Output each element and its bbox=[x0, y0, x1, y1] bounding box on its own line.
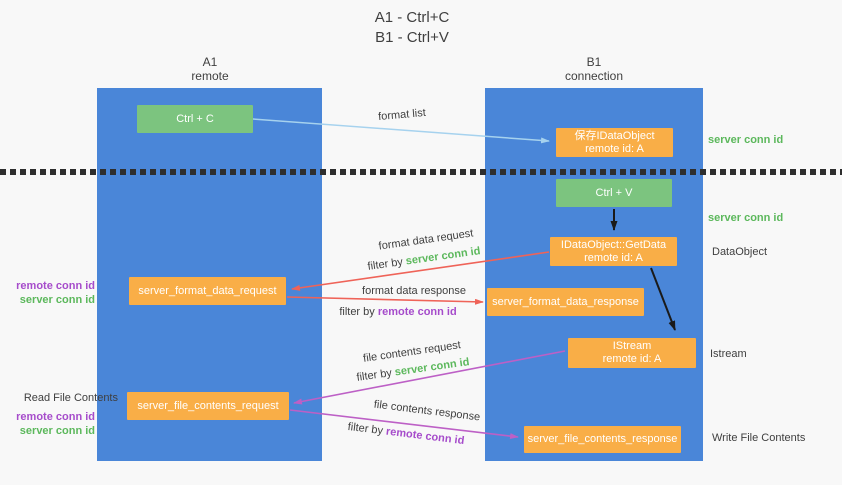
ctrl-c-node: Ctrl + C bbox=[137, 105, 253, 133]
server-file-contents-request-node: server_file_contents_request bbox=[127, 392, 289, 420]
file-contents-request-arrow bbox=[293, 350, 566, 405]
getdata-line1: IDataObject::GetData bbox=[560, 238, 667, 251]
getdata-node: IDataObject::GetData remote id: A bbox=[550, 237, 677, 266]
dataobject-annotation: DataObject bbox=[712, 246, 768, 258]
istream-annotation: Istream bbox=[710, 348, 747, 360]
read-file-contents-annotation: Read File Contents remote conn id server… bbox=[0, 391, 118, 438]
server-conn-id-annotation-mid: server conn id bbox=[708, 212, 784, 224]
ctrl-c-label: Ctrl + C bbox=[176, 112, 214, 125]
istream-line1: IStream bbox=[612, 340, 652, 352]
istream-node: IStream remote id: A bbox=[568, 338, 696, 368]
ctrl-v-label: Ctrl + V bbox=[595, 186, 633, 199]
left-column-header-role: remote bbox=[191, 69, 229, 83]
right-column-header-id: B1 bbox=[586, 55, 602, 69]
server-format-data-response-label: server_format_data_response bbox=[492, 295, 639, 308]
getdata-to-istream-arrow bbox=[650, 267, 676, 331]
server-conn-id-annotation-top: server conn id bbox=[708, 134, 784, 146]
title-line-a1: A1 - Ctrl+C bbox=[374, 9, 450, 26]
filter-by-text: filter by bbox=[339, 306, 375, 318]
server-conn-id-text: server conn id bbox=[19, 425, 95, 437]
save-dataobject-line2: remote id: A bbox=[585, 142, 644, 155]
server-file-contents-response-node: server_file_contents_response bbox=[524, 426, 681, 453]
istream-line2: remote id: A bbox=[602, 353, 662, 365]
server-file-contents-request-label: server_file_contents_request bbox=[137, 399, 279, 412]
dotted-divider-line bbox=[0, 169, 842, 175]
server-format-data-request-label: server_format_data_request bbox=[138, 284, 277, 297]
save-dataobject-node: 保存IDataObject remote id: A bbox=[556, 128, 673, 157]
remote-conn-id-text: remote conn id bbox=[16, 280, 95, 292]
diagram-title: A1 - Ctrl+C B1 - Ctrl+V bbox=[312, 8, 512, 48]
read-file-contents-text: Read File Contents bbox=[23, 392, 118, 404]
server-format-data-response-node: server_format_data_response bbox=[487, 288, 644, 316]
left-column-header: A1 remote bbox=[150, 55, 270, 83]
getdata-line2: remote id: A bbox=[584, 251, 643, 264]
ctrl-v-node: Ctrl + V bbox=[556, 179, 672, 207]
write-file-contents-annotation: Write File Contents bbox=[712, 432, 806, 444]
format-data-response-arrow bbox=[286, 296, 484, 305]
server-format-data-request-node: server_format_data_request bbox=[129, 277, 286, 305]
left-column-header-id: A1 bbox=[202, 55, 218, 69]
remote-conn-id-text: remote conn id bbox=[16, 411, 95, 423]
remote-conn-id-text: remote conn id bbox=[377, 306, 457, 318]
filter-by-remote-conn-id-label-1: filter by remote conn id bbox=[339, 306, 456, 318]
right-column-header-role: connection bbox=[564, 69, 624, 83]
title-line-b1: B1 - Ctrl+V bbox=[375, 29, 449, 46]
save-dataobject-line1: 保存IDataObject bbox=[574, 129, 655, 142]
server-conn-id-text: server conn id bbox=[19, 294, 95, 306]
right-column-header: B1 connection bbox=[534, 55, 654, 83]
file-contents-response-arrow bbox=[289, 409, 519, 440]
server-file-contents-response-label: server_file_contents_response bbox=[527, 433, 678, 445]
format-data-response-label: format data response bbox=[362, 285, 466, 297]
format-request-conn-id-annotation: remote conn id server conn id bbox=[0, 279, 95, 307]
format-list-arrow bbox=[252, 118, 550, 144]
format-data-request-arrow bbox=[291, 251, 550, 291]
